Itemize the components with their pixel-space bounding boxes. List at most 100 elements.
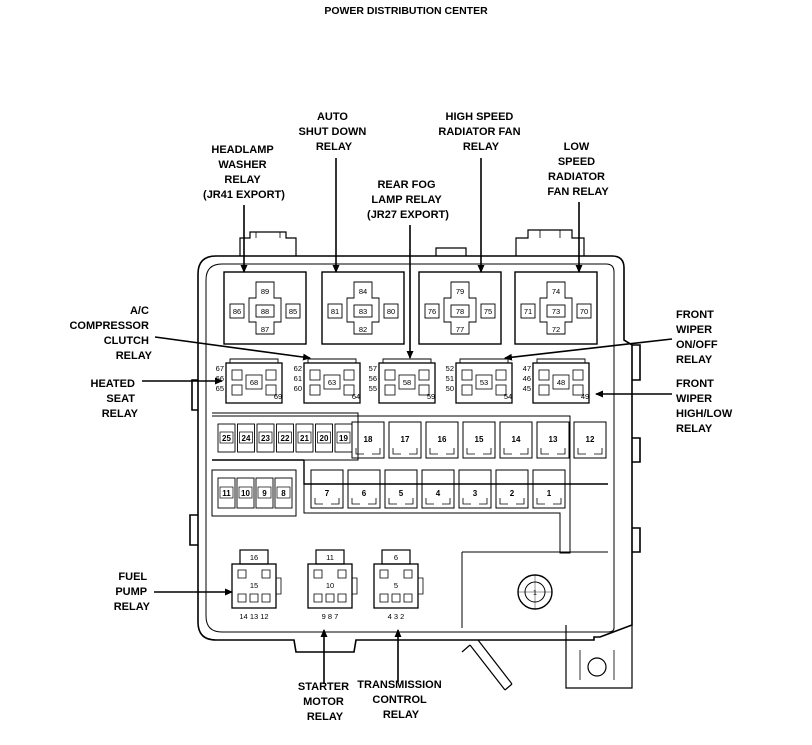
micro-relay-pin [418,369,430,381]
relay-pin-number: 74 [552,287,560,296]
micro-relay-socket [455,362,513,404]
mini-fuse-number: 9 [262,489,267,498]
relay-pin-number: 88 [261,307,269,316]
micro-relay-number: 59 [427,392,435,401]
cartridge-fuse-terminals [503,448,529,455]
mini-fuse-slot [295,423,314,453]
mini-fuse-number: 25 [222,434,231,443]
mini-fuse-slot [274,477,293,509]
micro-relay-number: 63 [328,378,336,387]
micro-relay-row: 6869676665636462616058595756555354525150… [216,358,590,404]
mini-fuse-number: 19 [339,434,348,443]
micro-relay-pin [495,384,507,396]
cartridge-fuse-number: 15 [475,435,484,444]
micro-relay-pin [495,369,507,381]
mini-fuse-slot [236,477,255,509]
cartridge-fuse-14: 14 [499,421,533,459]
bottom-relay-side-latch [418,577,424,595]
micro-relay-number: 58 [403,378,411,387]
relay-pin-number: 89 [261,287,269,296]
diagram-title: POWER DISTRIBUTION CENTER [324,5,488,17]
cartridge-fuse-16: 16 [425,421,459,459]
relay-pin-cluster [346,281,380,335]
micro-relay-pin [309,384,321,396]
mini-fuse-22: 22 [276,423,294,453]
mini-fuse-number: 11 [222,489,231,498]
micro-relay-pin [398,374,416,390]
bottom-relay-side-latch [352,577,358,595]
bottom-relay-top-number: 6 [394,553,398,562]
micro-relay-socket [532,362,590,404]
micro-relay-number: 68 [250,378,258,387]
relay-pin-number: 73 [552,307,560,316]
micro-relay-pin-number: 50 [446,384,454,393]
mini-fuse-24: 24 [237,423,255,453]
relay-pin-number: 86 [233,307,241,316]
cartridge-fuse-number: 1 [547,489,552,498]
cartridge-fuse-slot [351,421,385,459]
cartridge-fuse-terminals [355,448,381,455]
bottom-relay-body [231,563,277,609]
cartridge-fuse-terminals [425,498,451,505]
bottom-relay-pins [313,569,347,603]
cartridge-fuse-slot [384,469,418,509]
micro-relay-pin [461,384,473,396]
cartridge-fuse-17: 17 [388,421,422,459]
bottom-relay-top-number: 11 [326,553,334,562]
micro-relay-pin-number: 61 [294,374,302,383]
cartridge-fuse-terminals [314,498,340,505]
mini-fuse-number: 10 [241,489,250,498]
relay-pin-left [229,303,245,319]
bottom-relay-body [307,563,353,609]
micro-relay-pin [231,369,243,381]
bottom-relay-number: 15 [250,581,258,590]
mini-fuse-slot [276,423,294,453]
micro-relay-pin-number: 56 [369,374,377,383]
relay-pin-right [383,303,399,319]
label-fuel-pump-relay: FUEL PUMP RELAY [114,571,151,613]
micro-relay-pin [265,369,277,381]
micro-relay-pin-number: 65 [216,384,224,393]
cartridge-fuse-slot [495,469,529,509]
cartridge-fuse-number: 17 [401,435,410,444]
mini-fuse-number: 20 [320,434,329,443]
cartridge-fuse-number: 6 [362,489,367,498]
bottom-relay-5: 654 3 2 [373,549,424,621]
bottom-relay-number: 5 [394,581,398,590]
mini-fuse-body [238,486,253,499]
mini-fuse-21: 21 [295,423,314,453]
micro-relay-number: 54 [504,392,512,401]
mini-fuse-body [336,431,351,444]
label-transmission-control-relay: TRANSMISSION CONTROL RELAY [357,679,444,721]
mini-fuse-body [239,431,253,444]
mini-fuse-19: 19 [334,423,353,453]
relay-pin-cluster [248,281,282,335]
relay-pin-center [450,304,470,318]
cartridge-fuse-slot [532,469,566,509]
cartridge-fuse-number: 18 [364,435,373,444]
micro-relay-pin-number: 62 [294,364,302,373]
mini-fuse-11: 11 [217,477,236,509]
micro-relay-pin [572,384,584,396]
cartridge-fuse-13: 13 [536,421,570,459]
micro-relay-latch [536,358,586,363]
micro-relay-number: 48 [557,378,565,387]
relay-pin-right [285,303,301,319]
micro-relay-latch [307,358,357,363]
mini-fuse-slot [256,423,275,453]
relay-socket-outline [321,271,405,345]
micro-relay-pin-number: 51 [446,374,454,383]
mini-fuse-body [297,431,312,444]
cartridge-fuse-18: 18 [351,421,385,459]
relay-pin-number: 70 [580,307,588,316]
relay-pin-number: 84 [359,287,367,296]
cartridge-fuse-terminals [536,498,562,505]
label-auto-shut-down-relay: AUTO SHUT DOWN RELAY [299,111,370,153]
